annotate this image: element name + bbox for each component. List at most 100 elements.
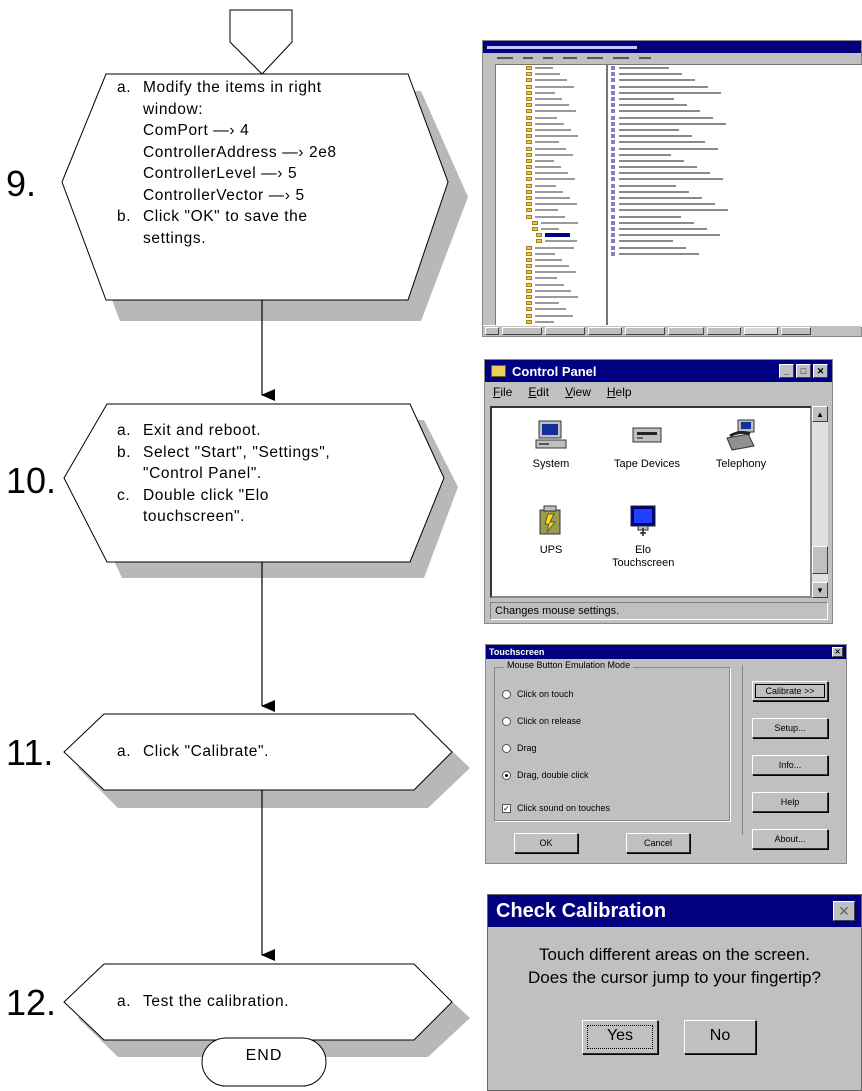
item-text: Test the calibration. — [143, 993, 290, 1010]
item-label: a. — [117, 993, 132, 1010]
step-9-number: 9. — [6, 163, 37, 204]
control-panel-window: Control Panel _ □ ✕ File Edit View Help … — [484, 359, 833, 624]
registry-tree-row — [496, 232, 606, 238]
radio-drag-double-click[interactable]: Drag, double click — [502, 770, 589, 780]
yes-button[interactable]: Yes — [582, 1020, 658, 1054]
check-calibration-dialog: Check Calibration ✕ Touch different area… — [487, 894, 862, 1091]
close-button[interactable]: ✕ — [833, 901, 855, 921]
maximize-button[interactable]: □ — [796, 364, 811, 378]
radio-click-on-release[interactable]: Click on release — [502, 716, 581, 726]
control-panel-items: System Tape Devices Telephony UPS Elo To… — [490, 406, 812, 598]
check-calibration-titlebar: Check Calibration ✕ — [488, 895, 861, 927]
item-text: Select "Start", "Settings", — [143, 443, 331, 461]
radio-click-on-touch[interactable]: Click on touch — [502, 689, 574, 699]
registry-tree-row — [496, 139, 606, 145]
about-button[interactable]: About... — [752, 829, 828, 849]
step-11-text: a.Click "Calibrate". — [117, 741, 269, 763]
registry-value-row — [608, 96, 862, 102]
vertical-scrollbar[interactable]: ▲ ▼ — [812, 406, 828, 598]
status-bar: Changes mouse settings. — [490, 602, 828, 620]
item-label: c. — [117, 486, 131, 504]
cp-item-tape-devices[interactable]: Tape Devices — [602, 418, 692, 471]
setup-button[interactable]: Setup... — [752, 718, 828, 738]
registry-tree-row — [496, 306, 606, 312]
menu-help[interactable]: Help — [606, 385, 632, 399]
radio-label: Click on release — [517, 716, 582, 726]
item-text: Double click "Elo — [143, 486, 269, 504]
item-label: b. — [117, 443, 132, 461]
registry-value-row — [608, 115, 862, 121]
registry-value-row — [608, 207, 862, 213]
item-continuation: window: — [143, 100, 204, 118]
registry-tree-row — [496, 102, 606, 108]
control-panel-titlebar: Control Panel _ □ ✕ — [485, 360, 832, 382]
menu-edit[interactable]: Edit — [528, 385, 550, 399]
folder-icon — [491, 365, 506, 377]
registry-tree-row — [496, 282, 606, 288]
radio-icon — [502, 716, 511, 726]
step-12-text: a. Test the calibration. — [117, 991, 289, 1013]
end-terminator — [201, 1037, 327, 1087]
radio-icon — [502, 743, 511, 753]
cp-item-system[interactable]: System — [506, 418, 596, 471]
registry-tree-row — [496, 71, 606, 77]
offpage-connector — [229, 9, 293, 75]
message-line-1: Touch different areas on the screen. — [539, 945, 810, 964]
radio-drag[interactable]: Drag — [502, 743, 537, 753]
calibrate-button[interactable]: Calibrate >> — [752, 681, 828, 701]
registry-tree-row — [496, 269, 606, 275]
windows-taskbar — [483, 325, 861, 336]
close-button[interactable]: ✕ — [813, 364, 828, 378]
step9-hexagon — [61, 73, 449, 301]
dialog-title: Check Calibration — [496, 899, 667, 922]
menu-file[interactable]: File — [493, 385, 513, 399]
registry-menubar — [483, 53, 861, 62]
registry-value-row — [608, 201, 862, 207]
info-button[interactable]: Info... — [752, 755, 828, 775]
registry-titlebar — [483, 41, 861, 53]
registry-value-row — [608, 238, 862, 244]
registry-value-row — [608, 84, 862, 90]
registry-tree-row — [496, 220, 606, 226]
item-text: Click "Calibrate". — [143, 743, 270, 760]
help-button[interactable]: Help — [752, 792, 828, 812]
cp-item-telephony[interactable]: Telephony — [696, 418, 786, 471]
registry-key-tree — [495, 64, 607, 328]
cp-item-ups[interactable]: UPS — [506, 504, 596, 557]
radio-label: Drag, double click — [517, 770, 589, 780]
registry-value-row — [608, 71, 862, 77]
registry-value-row — [608, 183, 862, 189]
close-button[interactable]: ✕ — [832, 647, 843, 657]
registry-tree-row — [496, 244, 606, 250]
cp-item-elo-touchscreen[interactable]: Elo Touchscreen — [598, 504, 688, 570]
registry-tree-row — [496, 257, 606, 263]
scroll-up-icon[interactable]: ▲ — [812, 406, 828, 422]
step10-hexagon — [63, 403, 445, 563]
radio-icon — [502, 689, 511, 699]
menu-view[interactable]: View — [565, 385, 591, 399]
registry-tree-row — [496, 207, 606, 213]
step11-hexagon — [63, 713, 453, 791]
no-button[interactable]: No — [684, 1020, 756, 1054]
tape-drive-icon — [630, 418, 664, 452]
registry-value-row — [608, 65, 862, 71]
registry-tree-row — [496, 121, 606, 127]
registry-tree-row — [496, 300, 606, 306]
registry-value-row — [608, 164, 862, 170]
click-sound-checkbox[interactable]: ✓Click sound on touches — [502, 803, 610, 813]
registry-tree-row — [496, 195, 606, 201]
registry-tree-row — [496, 294, 606, 300]
touchscreen-dialog: Touchscreen ✕ Mouse Button Emulation Mod… — [485, 644, 847, 864]
scroll-down-icon[interactable]: ▼ — [812, 582, 828, 598]
step-11-number: 11. — [6, 732, 54, 773]
minimize-button[interactable]: _ — [779, 364, 794, 378]
registry-value-row — [608, 145, 862, 151]
registry-value-row — [608, 133, 862, 139]
cancel-button[interactable]: Cancel — [626, 833, 690, 853]
ok-button[interactable]: OK — [514, 833, 578, 853]
setting-controller-address: ControllerAddress —› 2e8 — [143, 143, 337, 161]
registry-editor-screenshot — [482, 40, 862, 337]
scroll-thumb[interactable] — [812, 546, 828, 574]
registry-tree-row — [496, 183, 606, 189]
